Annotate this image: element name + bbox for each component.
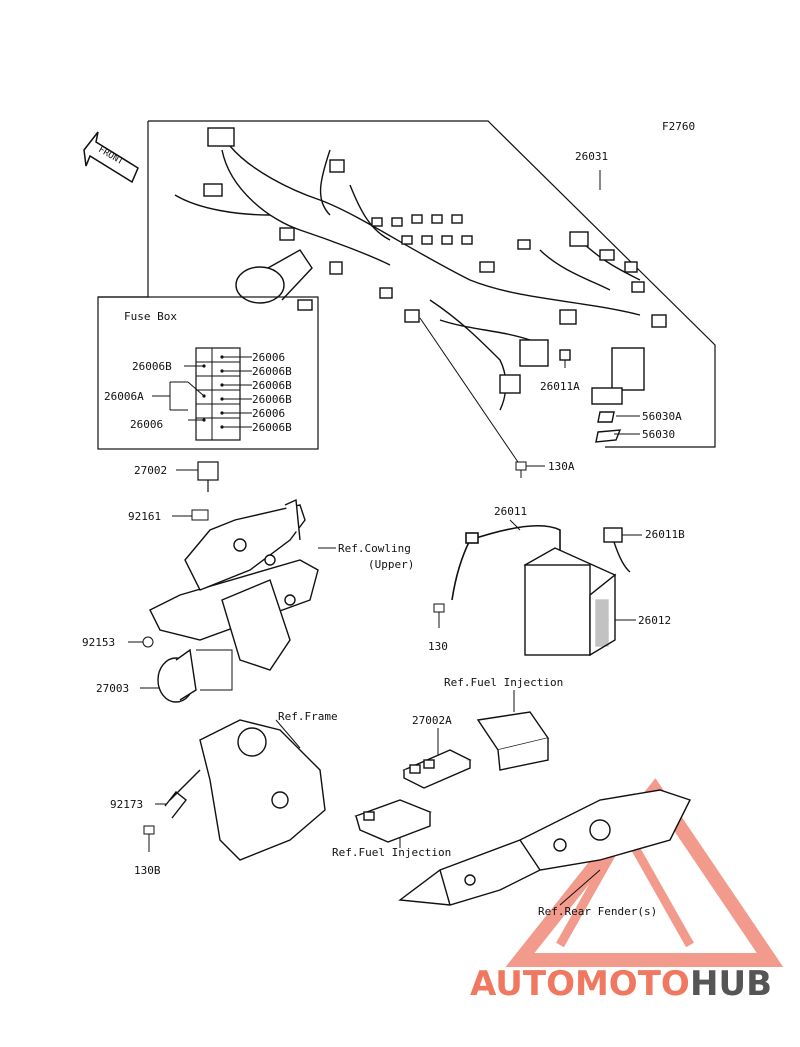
fuse-left-1: 26006B <box>132 360 172 373</box>
label-92153: 92153 <box>82 636 115 649</box>
label-26011: 26011 <box>494 505 527 518</box>
fuse-right-1: 26006 <box>252 351 285 364</box>
frame-steering-head <box>169 719 326 861</box>
relay-27002-icon <box>197 461 219 492</box>
ref-frame: Ref.Frame <box>278 710 338 723</box>
label-27003: 27003 <box>96 682 129 695</box>
ref-fuel-injection-bottom: Ref.Fuel Injection <box>332 846 451 859</box>
ecu-relay-27002A <box>402 749 472 789</box>
fuse-right-3: 26006B <box>252 379 292 392</box>
watermark-part2: HUB <box>690 964 772 1004</box>
fuse-left-3: 26006 <box>130 418 163 431</box>
rear-fender <box>398 789 691 906</box>
washer-92153-icon <box>142 636 154 648</box>
bolt-130B-icon <box>143 825 155 852</box>
watermark-text: AUTOMOTO HUB <box>470 964 772 1004</box>
battery-cable-26011 <box>451 525 561 601</box>
watermark-part1: AUTOMOTO <box>470 964 690 1004</box>
fuse-left-2: 26006A <box>104 390 144 403</box>
label-92161: 92161 <box>128 510 161 523</box>
leader-lines <box>419 170 640 467</box>
ref-fuel-injection-top: Ref.Fuel Injection <box>444 676 563 689</box>
ref-cowling-upper: (Upper) <box>368 558 414 571</box>
label-26012: 26012 <box>638 614 671 627</box>
fuse-right-2: 26006B <box>252 365 292 378</box>
fuse-right-4: 26006B <box>252 393 292 406</box>
front-arrow-icon: FRONT <box>83 131 139 184</box>
label-26011A: 26011A <box>540 380 580 393</box>
label-56030: 56030 <box>642 428 675 441</box>
ref-cowling: Ref.Cowling <box>338 542 411 555</box>
label-92173: 92173 <box>110 798 143 811</box>
horn-27003-icon <box>157 648 197 703</box>
front-bracket-assembly <box>149 498 319 671</box>
label-130B: 130B <box>134 864 161 877</box>
fuse-box-title: Fuse Box <box>124 310 177 323</box>
fuel-injection-module-bottom <box>354 799 432 843</box>
fuse-right-5: 26006 <box>252 407 285 420</box>
figure-code: F2760 <box>662 120 695 133</box>
label-130A: 130A <box>548 460 575 473</box>
fuse-right-6: 26006B <box>252 421 292 434</box>
clip-92161-icon <box>191 509 209 521</box>
ref-rear-fender: Ref.Rear Fender(s) <box>538 905 657 918</box>
label-130: 130 <box>428 640 448 653</box>
label-27002: 27002 <box>134 464 167 477</box>
label-26011B: 26011B <box>645 528 685 541</box>
main-wiring-harness <box>174 127 667 443</box>
label-27002A: 27002A <box>412 714 452 727</box>
fuse-box-panel: Fuse Box 26006 26006B 26006B 26 <box>97 296 319 450</box>
label-26031: 26031 <box>575 150 608 163</box>
bolt-130A-icon <box>515 461 527 478</box>
battery-26012 <box>523 547 617 657</box>
label-56030A: 56030A <box>642 410 682 423</box>
bolt-130-icon <box>433 603 445 628</box>
fuel-injection-module-top <box>476 711 550 771</box>
clip-92173-icon <box>164 791 187 819</box>
